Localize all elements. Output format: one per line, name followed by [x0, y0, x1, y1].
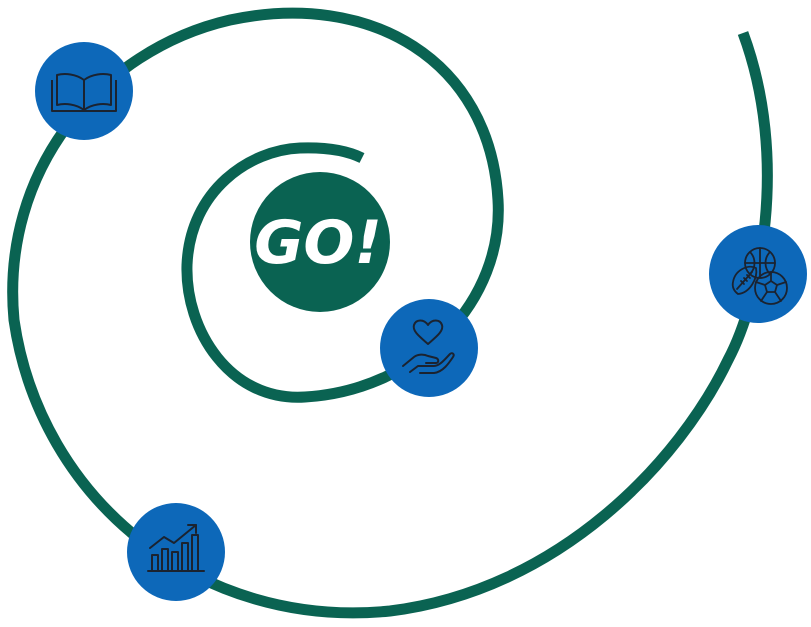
node-growth[interactable]	[127, 503, 225, 601]
node-book[interactable]	[35, 42, 133, 140]
growth-chart-icon	[147, 524, 205, 572]
node-care[interactable]	[380, 299, 478, 397]
node-sports[interactable]	[709, 225, 807, 323]
open-book-icon	[51, 73, 117, 112]
go-logo-circle	[250, 172, 390, 312]
sports-balls-icon	[731, 247, 788, 305]
hand-heart-icon	[402, 319, 455, 374]
spiral-line	[7, 7, 773, 619]
go-logo: GO!	[250, 172, 390, 312]
go-logo-text: GO!	[254, 208, 382, 278]
